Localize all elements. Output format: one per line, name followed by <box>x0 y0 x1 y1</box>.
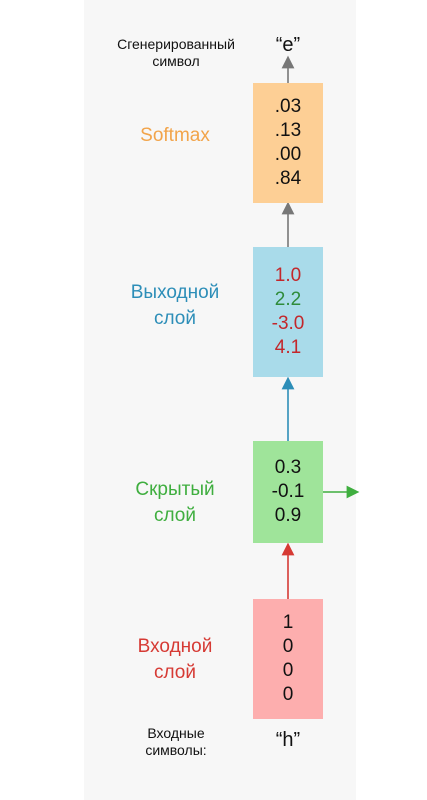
softmax-value: .13 <box>274 120 302 141</box>
output-layer-label: Выходной слой <box>100 280 250 332</box>
hidden-layer-label-line2: слой <box>154 505 196 526</box>
output-layer-value: -3.0 <box>271 313 305 334</box>
output-layer-value: 4.1 <box>274 337 302 358</box>
output-layer-box: 1.0 2.2 -3.0 4.1 <box>253 247 323 377</box>
output-layer-label-line2: слой <box>154 308 196 329</box>
softmax-value: .03 <box>274 96 302 117</box>
input-layer-value: 0 <box>282 660 294 681</box>
input-layer-label-line2: слой <box>154 662 196 683</box>
input-char: “h” <box>275 729 301 751</box>
hidden-layer-value: 0.3 <box>274 457 302 478</box>
softmax-value: .84 <box>274 168 302 189</box>
softmax-label-text: Softmax <box>140 125 210 146</box>
softmax-label: Softmax <box>100 123 250 149</box>
output-caption-line1: Сгенерированный <box>117 36 235 52</box>
hidden-layer-value: -0.1 <box>271 481 305 502</box>
softmax-box: .03 .13 .00 .84 <box>253 83 323 203</box>
hidden-layer-box: 0.3 -0.1 0.9 <box>253 441 323 543</box>
output-layer-value: 2.2 <box>274 289 302 310</box>
input-layer-value: 1 <box>282 612 294 633</box>
hidden-layer-value: 0.9 <box>274 505 302 526</box>
input-layer-label: Входной слой <box>100 634 250 686</box>
hidden-layer-label: Скрытый слой <box>100 477 250 529</box>
hidden-layer-label-line1: Скрытый <box>135 479 215 500</box>
output-caption: Сгенерированный символ <box>86 36 266 70</box>
output-layer-label-line1: Выходной <box>130 282 220 303</box>
input-layer-box: 1 0 0 0 <box>253 599 323 719</box>
input-caption-line1: Входные <box>147 725 205 741</box>
output-caption-line2: символ <box>152 53 200 69</box>
output-layer-value: 1.0 <box>274 265 302 286</box>
input-caption-line2: символы: <box>145 742 207 758</box>
input-caption: Входные символы: <box>86 725 266 759</box>
input-layer-label-line1: Входной <box>137 636 213 657</box>
input-layer-value: 0 <box>282 684 294 705</box>
output-char: “e” <box>275 34 301 56</box>
softmax-value: .00 <box>274 144 302 165</box>
input-layer-value: 0 <box>282 636 294 657</box>
